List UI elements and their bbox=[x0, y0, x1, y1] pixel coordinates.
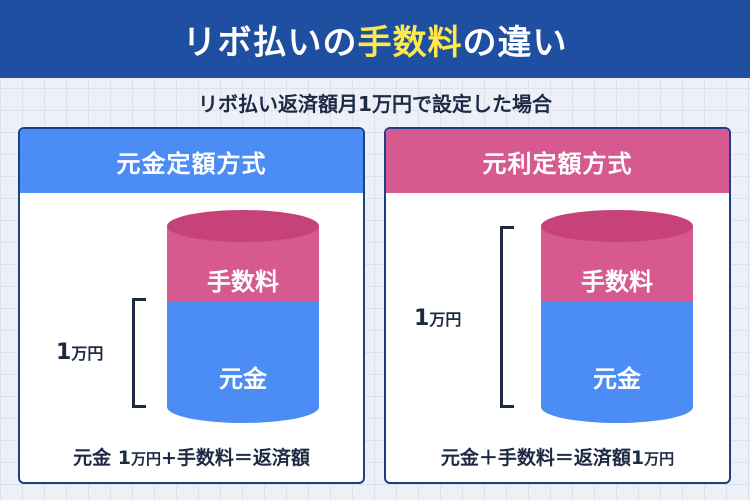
formula: 元金 1万円+手数料＝返済額 bbox=[20, 443, 363, 470]
formula-part-b: +手数料＝返済額 bbox=[160, 447, 310, 469]
amount-unit: 万円 bbox=[71, 344, 104, 363]
panel-heading: 元金定額方式 bbox=[20, 129, 363, 193]
amount-label: 1万円 bbox=[56, 340, 103, 365]
title-highlight: 手数料 bbox=[357, 22, 463, 63]
amount-bracket bbox=[132, 298, 146, 408]
formula-part-a: 元金＋手数料＝返済額1 bbox=[440, 447, 645, 469]
cylinder-principal-interest-fixed: 手数料 元金 bbox=[541, 129, 693, 482]
amount-bracket bbox=[500, 226, 514, 408]
formula-unit-a: 万円 bbox=[130, 450, 161, 468]
title-suffix: の違い bbox=[462, 22, 568, 63]
principal-label: 元金 bbox=[219, 365, 267, 393]
cylinder-top bbox=[167, 210, 319, 242]
panel-principal-fixed: 元金定額方式 手数料 元金 1万円 元金 1万円+手数料＝返済額 bbox=[18, 127, 365, 484]
cylinder-principal-segment bbox=[167, 301, 319, 406]
cylinder-bottom bbox=[167, 391, 319, 423]
page-header: リボ払いの手数料の違い bbox=[0, 0, 750, 78]
fee-label: 手数料 bbox=[207, 268, 279, 296]
cylinder-principal-segment bbox=[541, 301, 693, 406]
panel-heading: 元利定額方式 bbox=[386, 129, 729, 193]
panel-principal-interest-fixed: 元利定額方式 手数料 元金 1万円 元金＋手数料＝返済額1万円 bbox=[384, 127, 731, 484]
cylinder-top bbox=[541, 210, 693, 242]
amount-unit: 万円 bbox=[429, 310, 462, 329]
formula-unit-a: 万円 bbox=[644, 450, 675, 468]
cylinder-bottom bbox=[541, 391, 693, 423]
amount-number: 1 bbox=[414, 306, 430, 331]
fee-label: 手数料 bbox=[581, 268, 653, 296]
subtitle: リボ払い返済額月1万円で設定した場合 bbox=[198, 92, 552, 116]
title-prefix: リボ払いの bbox=[182, 22, 358, 63]
principal-label: 元金 bbox=[593, 365, 641, 393]
cylinder-principal-fixed: 手数料 元金 bbox=[167, 129, 319, 482]
formula: 元金＋手数料＝返済額1万円 bbox=[386, 443, 729, 470]
amount-number: 1 bbox=[56, 340, 72, 365]
amount-label: 1万円 bbox=[414, 306, 461, 331]
formula-part-a: 元金 1 bbox=[73, 447, 131, 469]
